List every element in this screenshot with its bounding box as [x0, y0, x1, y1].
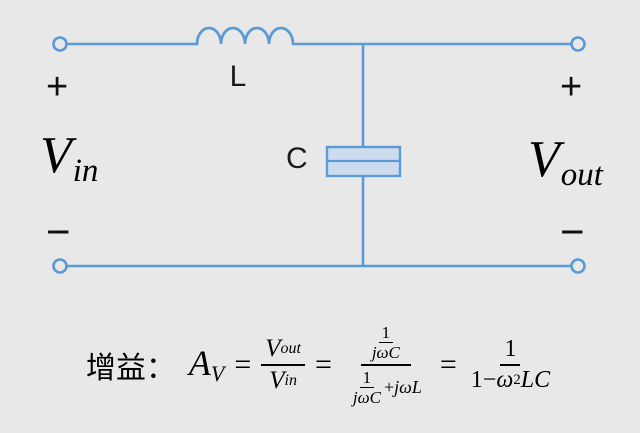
frac-vout-base: V — [265, 335, 281, 362]
inductor-coil — [195, 26, 295, 46]
final-numerator: 1 — [500, 335, 521, 366]
circuit-diagram — [52, 26, 586, 274]
mini-den-jwc-2: jωC — [352, 388, 381, 408]
frac-vin-base: V — [269, 367, 285, 394]
one-over-jwc-bottom: 1 jωC — [350, 368, 384, 407]
one-over-jwc-top: 1 jωC — [369, 323, 403, 362]
vin-subscript: in — [72, 153, 99, 189]
terminal-top-left — [52, 36, 68, 52]
equals-sign-1: = — [234, 348, 252, 381]
impedance-denominator: 1 jωC + jωL — [342, 366, 430, 409]
vin-base: V — [40, 127, 72, 184]
impedance-numerator: 1 jωC — [360, 321, 411, 366]
minus-sign-left: − — [46, 208, 71, 255]
plus-sign-right: + — [560, 66, 583, 108]
inductor-label: L — [229, 60, 247, 93]
equals-sign-2: = — [314, 348, 332, 381]
gain-label: 增益： — [85, 352, 176, 385]
plus-sign-left: + — [46, 66, 69, 108]
den-lc: LC — [520, 367, 551, 393]
av-subscript: V — [210, 361, 225, 387]
den-one-minus: 1− — [470, 367, 497, 393]
terminal-bottom-right — [570, 258, 586, 274]
minus-sign-right: − — [560, 208, 585, 255]
frac-vout-sub: out — [280, 340, 301, 358]
frac-vin-sub: in — [284, 372, 297, 390]
den-omega: ω — [496, 367, 514, 393]
impedance-fraction: 1 jωC 1 jωC + jωL — [342, 321, 430, 409]
capacitor — [325, 145, 402, 178]
den-squared: 2 — [513, 372, 521, 389]
av-symbol: AV — [189, 342, 224, 387]
vout-subscript: out — [560, 157, 603, 193]
mini-num-one-2: 1 — [359, 368, 375, 389]
mini-num-one: 1 — [378, 323, 394, 343]
terminal-top-right — [570, 36, 586, 52]
plus-operator: + — [383, 377, 395, 398]
capacitor-label: C — [286, 142, 308, 175]
vin-label: Vin — [40, 126, 98, 189]
terminal-bottom-left — [52, 258, 68, 274]
jwl-term: jωL — [394, 377, 422, 398]
mini-den-jwc: jωC — [371, 342, 400, 362]
vout-base: V — [528, 131, 560, 188]
equals-sign-3: = — [439, 348, 457, 381]
av-base: A — [188, 343, 211, 384]
vout-label: Vout — [528, 130, 603, 193]
